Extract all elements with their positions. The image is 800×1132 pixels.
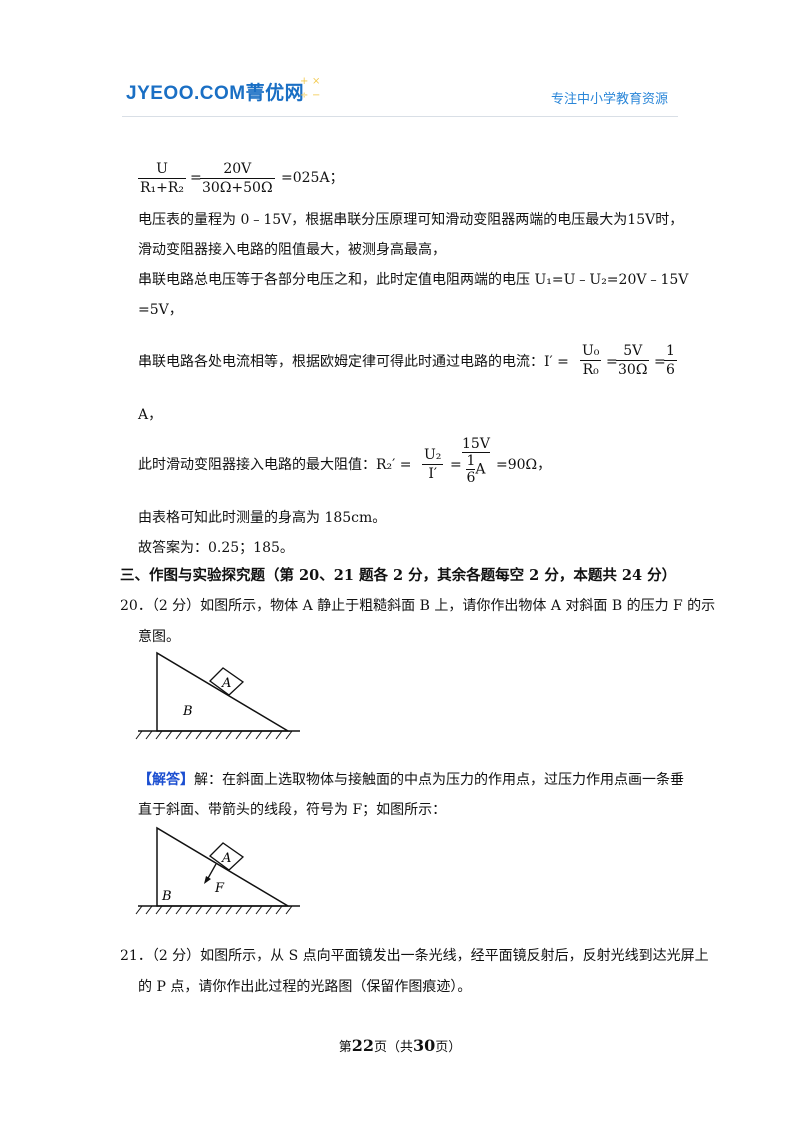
question-20-text: 20．（2 分）如图所示，物体 A 静止于粗糙斜面 B 上，请你作出物体 A 对… [120,598,716,614]
figure-label-f: F [214,881,225,896]
site-slogan: 专注中小学教育资源 [550,92,668,107]
equals-sign: = [190,170,202,186]
answer-tag: 【解答】 [138,772,194,788]
solution-paragraph: 滑动变阻器接入电路的阻值最大，被测身高最高， [138,242,446,258]
solution-paragraph: 串联电路总电压等于各部分电压之和，此时定值电阻两端的电压 U₁=U﹣U₂=20V… [138,272,689,288]
question-20-text: 意图。 [138,629,180,645]
page-footer: 第22页（共30页） [338,1036,462,1055]
total-pages: 30 [413,1036,436,1055]
incline-figure: A B [135,651,300,740]
svg-text:÷: ÷ [300,90,308,101]
final-answer: 故答案为：0.25；185。 [138,540,294,556]
svg-text:−: − [312,90,320,101]
solution-paragraph: 由表格可知此时测量的身高为 185cm。 [138,510,387,526]
eq3-result: =90Ω， [496,457,552,473]
solution-paragraph: 串联电路各处电流相等，根据欧姆定律可得此时通过电路的电流：I′ = [138,354,569,370]
current-page: 22 [351,1036,374,1055]
logo-decoration-icon: + × ÷ − [300,76,320,101]
answer-line: 【解答】解：在斜面上选取物体与接触面的中点为压力的作用点，过压力作用点画一条垂 [138,770,684,790]
unit-ampere: A， [138,407,163,423]
answer-text: 直于斜面、带箭头的线段，符号为 F；如图所示： [138,802,447,818]
eq1-result: =025A； [281,170,344,186]
site-logo: JYEOO.COM菁优网 [126,83,305,104]
figure-label-a: A [221,851,231,866]
figure-label-b: B [161,889,172,904]
question-21-text: 21．（2 分）如图所示，从 S 点向平面镜发出一条光线，经平面镜反射后，反射光… [120,948,709,964]
figure-label-a: A [221,676,231,691]
svg-text:×: × [312,76,320,87]
section-title: 三、作图与实验探究题（第 20、21 题各 2 分，其余各题每空 2 分，本题共… [120,567,677,584]
incline-figure-with-force: A F B [135,826,300,915]
fraction-15v-over-sixth-a: 15V 1 6 A [462,436,490,486]
figure-label-b: B [182,704,193,719]
solution-paragraph: 电压表的量程为 0﹣15V，根据串联分压原理可知滑动变阻器两端的电压最大为15V… [138,212,684,228]
solution-paragraph: =5V， [138,302,183,318]
answer-text: 解：在斜面上选取物体与接触面的中点为压力的作用点，过压力作用点画一条垂 [194,772,684,788]
equals-sign: = [654,354,666,370]
header-divider [122,116,678,117]
solution-paragraph: 此时滑动变阻器接入电路的最大阻值：R₂′ = [138,457,412,473]
question-21-text: 的 P 点，请你作出此过程的光路图（保留作图痕迹）。 [138,979,472,995]
svg-text:+: + [300,76,308,87]
equals-sign: = [450,457,462,473]
equals-sign: = [606,354,618,370]
